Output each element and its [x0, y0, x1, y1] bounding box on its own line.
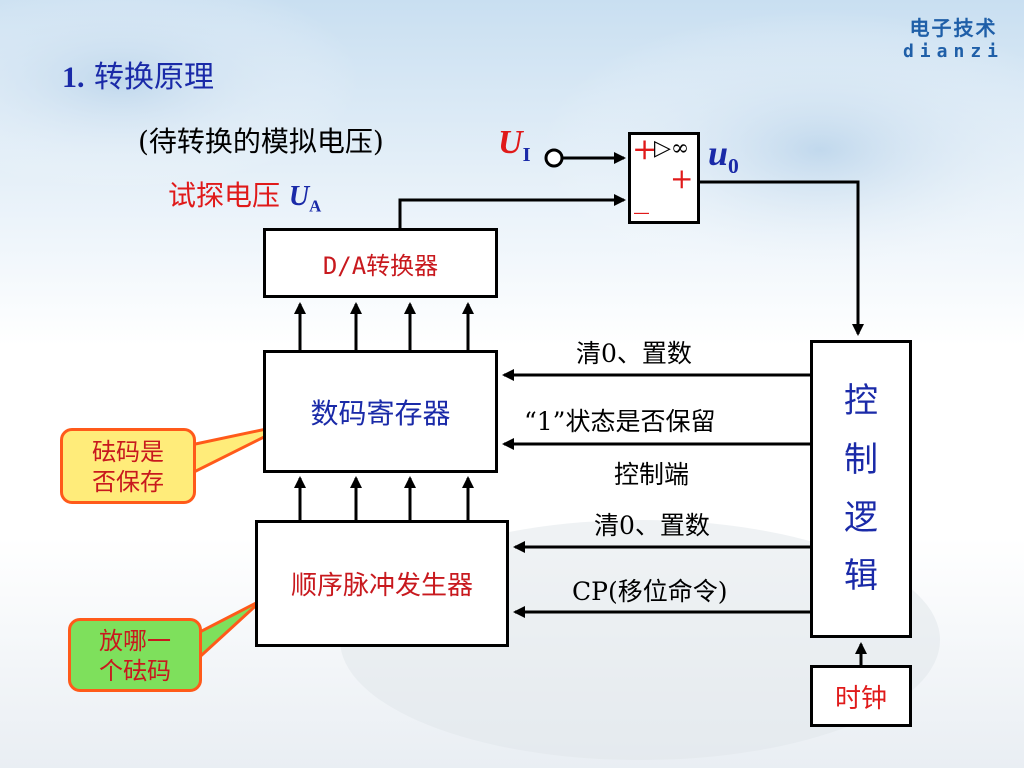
callout-weight-kept-line2: 否保存: [92, 468, 164, 496]
control-char-1: 控: [844, 381, 878, 422]
signal-control-end: 控制端: [614, 460, 690, 489]
da-converter-block: D/A转换器: [263, 228, 498, 298]
callout-which-weight-line2: 个砝码: [99, 657, 171, 685]
analog-voltage-label: (待转换的模拟电压): [138, 125, 384, 158]
u0-main: u: [708, 133, 729, 173]
comparator-block: [628, 132, 700, 224]
register-block: 数码寄存器: [263, 350, 498, 473]
logo-cn: 电子技术: [909, 16, 998, 40]
logo-en: dianzi: [902, 41, 1004, 62]
control-char-4: 辑: [844, 556, 878, 597]
control-logic-block: 控 制 逻 辑: [810, 340, 912, 638]
callout-weight-kept: 砝码是 否保存: [60, 428, 196, 504]
clock-label: 时钟: [834, 683, 887, 714]
control-char-3: 逻: [844, 498, 878, 538]
sequencer-block: 顺序脉冲发生器: [255, 520, 509, 647]
clock-block: 时钟: [810, 665, 912, 727]
probe-voltage-label: 试探电压 UA: [168, 174, 321, 217]
heading-number: 1.: [62, 61, 85, 94]
control-char-2: 制: [844, 439, 878, 480]
callout-which-weight: 放哪一 个砝码: [68, 618, 202, 692]
output-symbol: u0: [708, 132, 739, 179]
comparator-amp-symbol: ▷∞: [654, 136, 690, 161]
sequencer-label: 顺序脉冲发生器: [290, 571, 473, 601]
probe-subscript: A: [309, 196, 322, 216]
comparator-minus-input: _: [634, 180, 649, 215]
comparator-plus-input: +: [632, 132, 658, 167]
probe-text: 试探电压: [168, 179, 281, 212]
callout-weight-kept-line1: 砝码是: [92, 438, 164, 466]
ui-main: U: [498, 124, 523, 161]
u0-subscript: 0: [728, 154, 739, 179]
input-voltage-symbol: UI: [498, 124, 531, 167]
signal-clear-set-register: 清0、置数: [576, 339, 692, 368]
brand-logo: 电子技术 dianzi: [903, 12, 1004, 62]
callout-which-weight-line1: 放哪一: [99, 627, 171, 655]
comparator-output-plus: +: [670, 162, 694, 195]
heading-text: 转换原理: [94, 60, 215, 95]
signal-cp-shift: CP(移位命令): [572, 577, 728, 606]
signal-clear-set-sequencer: 清0、置数: [594, 511, 710, 540]
signal-keep-state: “1”状态是否保留: [524, 407, 716, 436]
probe-symbol: U: [288, 181, 310, 212]
da-converter-label: D/A转换器: [322, 251, 439, 280]
section-heading: 1. 转换原理: [62, 52, 214, 96]
ui-subscript: I: [522, 143, 531, 166]
register-label: 数码寄存器: [310, 396, 451, 430]
